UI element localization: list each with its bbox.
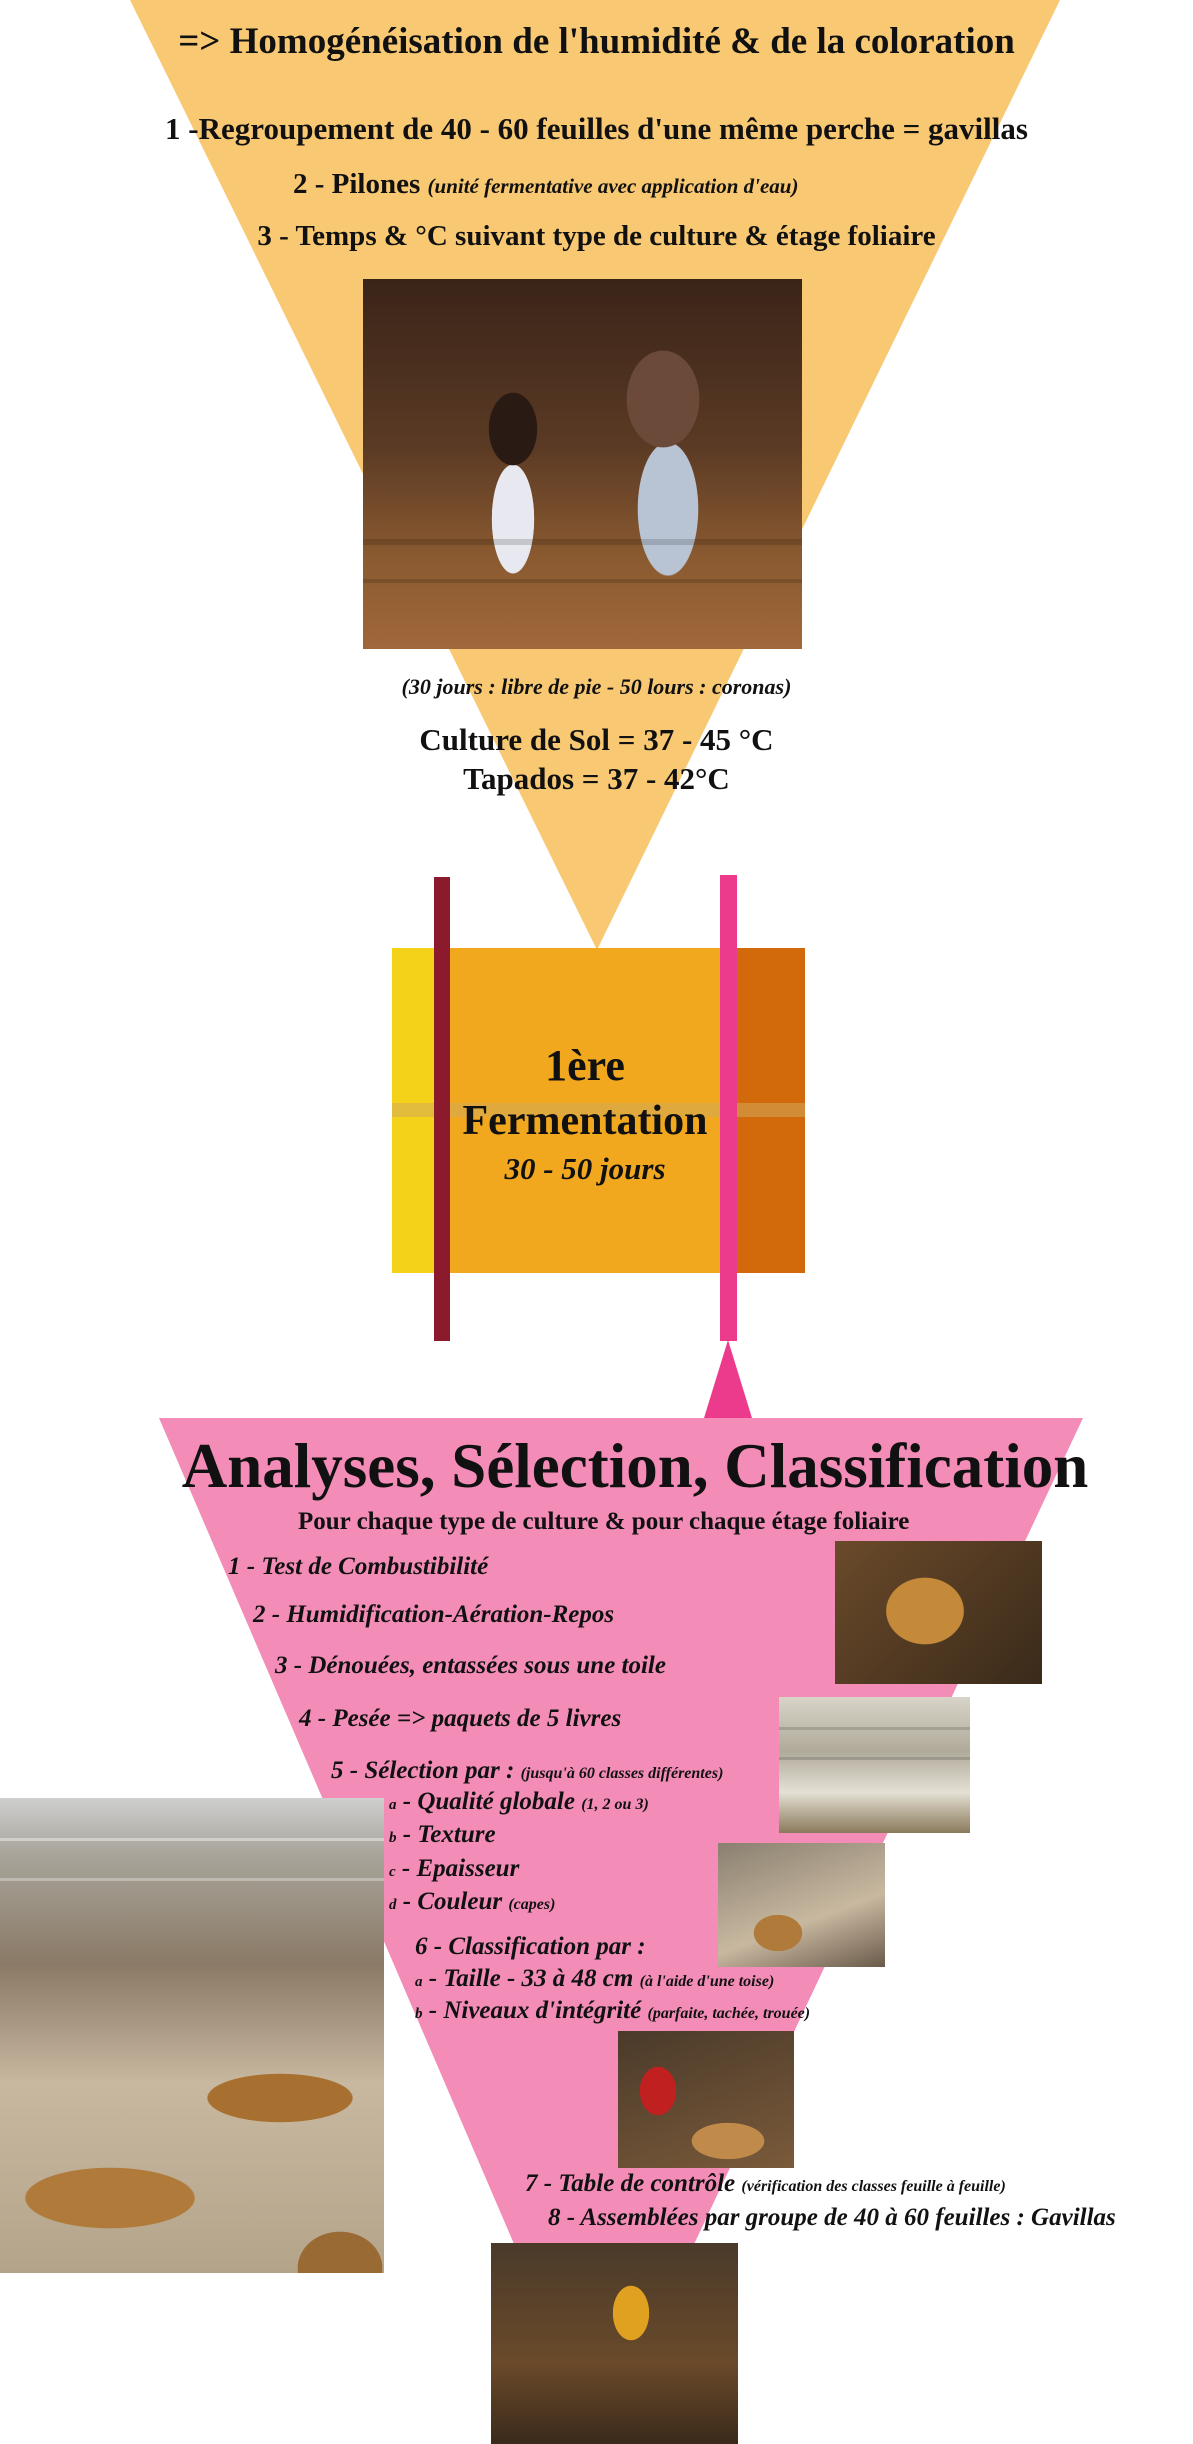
duration-note: (30 jours : libre de pie - 50 lours : co… bbox=[401, 674, 792, 699]
analyses-step-5: 5 - Sélection par : (jusqu'à 60 classes … bbox=[331, 1757, 723, 1785]
step-5d-row: d - Couleur (capes) bbox=[389, 1888, 555, 1916]
top-heading: => Homogénéisation de l'humidité & de la… bbox=[178, 21, 1015, 62]
combustibility-photo bbox=[835, 1541, 1042, 1684]
step-6a-label: - Taille - 33 à 48 cm bbox=[428, 1965, 634, 1992]
step-5c-letter: c bbox=[389, 1864, 396, 1880]
pink-bar bbox=[720, 875, 737, 1341]
step-6b-letter: b bbox=[415, 2006, 423, 2022]
analyses-title: Analyses, Sélection, Classification bbox=[181, 1431, 1089, 1501]
step-2-row: 2 - Pilones (unité fermentative avec app… bbox=[293, 168, 798, 201]
box-middle-stripe bbox=[392, 1103, 805, 1117]
dark-red-bar bbox=[434, 877, 450, 1341]
step-6b-note: (parfaite, tachée, trouée) bbox=[647, 2005, 811, 2022]
sorting-floor-photo bbox=[0, 1798, 384, 2273]
warehouse-photo bbox=[779, 1697, 970, 1833]
step-2-note: (unité fermentative avec application d'e… bbox=[427, 174, 799, 198]
sorting-workers-photo bbox=[718, 1843, 885, 1967]
step-5d-letter: d bbox=[389, 1897, 397, 1913]
step-5-label: 5 - Sélection par : bbox=[331, 1757, 515, 1784]
step-5c-row: c - Epaisseur bbox=[389, 1855, 519, 1883]
analyses-step-2: 2 - Humidification-Aération-Repos bbox=[253, 1601, 615, 1628]
step-5b-row: b - Texture bbox=[389, 1821, 496, 1849]
analyses-step-6: 6 - Classification par : bbox=[415, 1933, 646, 1960]
box-line-3: 30 - 50 jours bbox=[504, 1151, 666, 1186]
analyses-step-7: 7 - Table de contrôle (vérification des … bbox=[525, 2170, 1006, 2198]
step-5a-label: - Qualité globale bbox=[402, 1788, 575, 1815]
analyses-step-3: 3 - Dénouées, entassées sous une toile bbox=[275, 1652, 666, 1679]
temperature-sol: Culture de Sol = 37 - 45 °C bbox=[419, 722, 774, 757]
step-3-text: 3 - Temps & °C suivant type de culture &… bbox=[257, 220, 936, 252]
temperature-tapados: Tapados = 37 - 42°C bbox=[463, 761, 730, 796]
step-5b-letter: b bbox=[389, 1830, 397, 1846]
analyses-step-4: 4 - Pesée => paquets de 5 livres bbox=[299, 1705, 622, 1732]
step-5d-note: (capes) bbox=[508, 1896, 556, 1913]
step-6a-letter: a bbox=[415, 1974, 423, 1990]
step-5d-label: - Couleur bbox=[402, 1888, 503, 1915]
step-5c-label: - Epaisseur bbox=[401, 1855, 520, 1882]
step-7-label: 7 - Table de contrôle bbox=[525, 2170, 736, 2197]
step-5a-row: a - Qualité globale (1, 2 ou 3) bbox=[389, 1788, 649, 1816]
classification-photo bbox=[618, 2031, 794, 2168]
step-6a-note: (à l'aide d'une toise) bbox=[639, 1973, 775, 1990]
step-7-note: (vérification des classes feuille à feui… bbox=[741, 2178, 1006, 2195]
step-5b-label: - Texture bbox=[402, 1821, 496, 1848]
step-1-text: 1 -Regroupement de 40 - 60 feuilles d'un… bbox=[165, 111, 1028, 146]
fermentation-box bbox=[392, 948, 805, 1273]
analyses-step-1: 1 - Test de Combustibilité bbox=[228, 1553, 489, 1580]
step-5a-note: (1, 2 ou 3) bbox=[581, 1796, 649, 1813]
analyses-step-8: 8 - Assemblées par groupe de 40 à 60 feu… bbox=[548, 2204, 1116, 2231]
step-6b-label: - Niveaux d'intégrité bbox=[428, 1997, 642, 2024]
box-line-1: 1ère bbox=[545, 1041, 625, 1090]
step-2-label: 2 - Pilones bbox=[293, 168, 421, 200]
step-6b-row: b - Niveaux d'intégrité (parfaite, taché… bbox=[415, 1997, 810, 2025]
step-5a-letter: a bbox=[389, 1797, 397, 1813]
box-line-2: Fermentation bbox=[462, 1098, 708, 1144]
bundling-photo bbox=[491, 2243, 738, 2444]
step-5-note: (jusqu'à 60 classes différentes) bbox=[520, 1765, 724, 1782]
workers-pilones-photo bbox=[363, 279, 802, 649]
analyses-subtitle: Pour chaque type de culture & pour chaqu… bbox=[298, 1508, 910, 1535]
step-6a-row: a - Taille - 33 à 48 cm (à l'aide d'une … bbox=[415, 1965, 774, 1993]
